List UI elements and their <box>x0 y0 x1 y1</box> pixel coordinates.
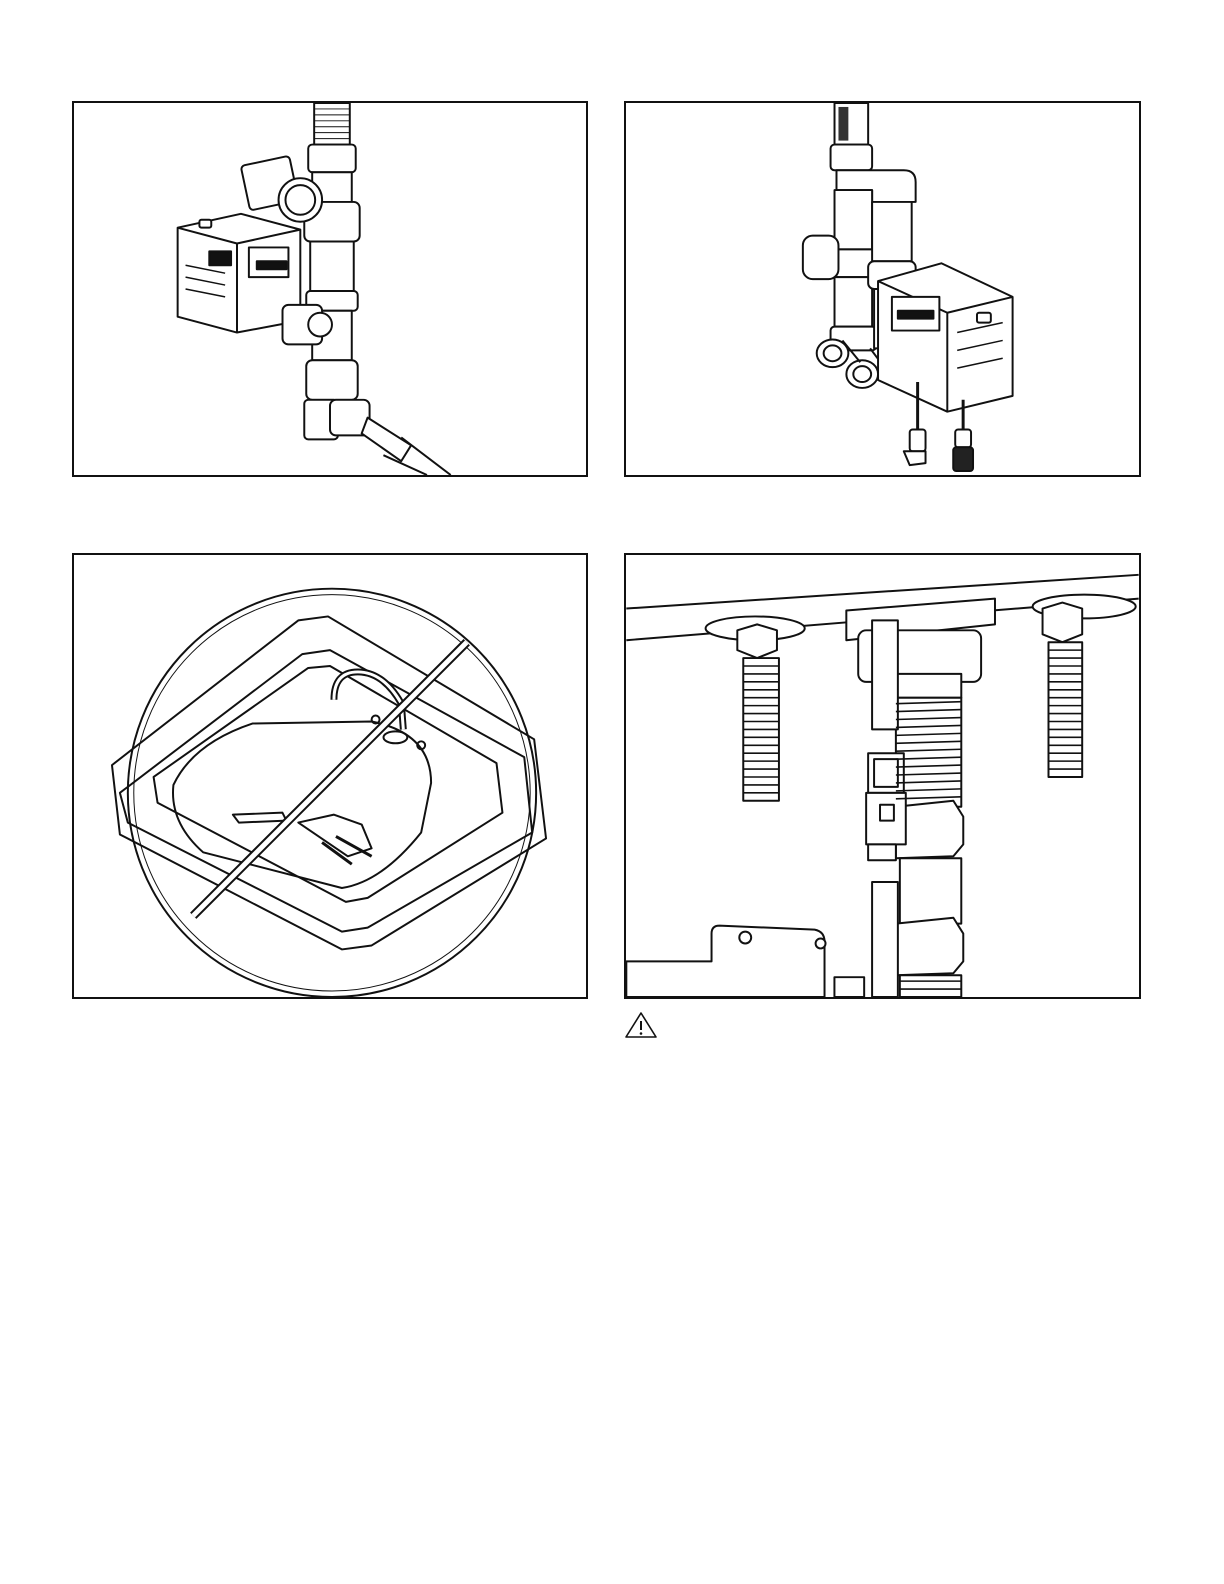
figure-valve-assembly <box>72 101 588 477</box>
figure-under-deck-connector <box>624 553 1141 999</box>
mixing-valve-illustration <box>626 103 1139 475</box>
figure-mixing-valve <box>624 101 1141 477</box>
under-deck-illustration <box>626 555 1139 997</box>
warning-triangle-icon <box>624 1011 658 1039</box>
figure-sink-prohibited <box>72 553 588 999</box>
valve-assembly-illustration <box>74 103 586 475</box>
sink-illustration <box>74 555 586 997</box>
